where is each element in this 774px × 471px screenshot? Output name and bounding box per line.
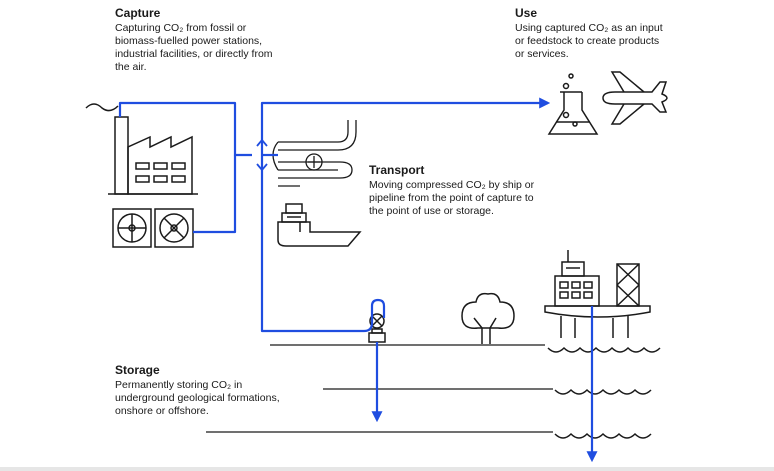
transport-title: Transport: [369, 163, 425, 177]
capture-line: the air.: [115, 61, 147, 73]
sea-waves: [547, 346, 661, 439]
use-line: or services.: [515, 48, 569, 60]
pipeline-icon: [272, 120, 357, 187]
ship-icon: [277, 203, 362, 247]
use-line: Using captured CO₂ as an input: [515, 22, 663, 34]
flask-icon: [547, 73, 599, 135]
factory-icon: [85, 103, 198, 195]
use-title: Use: [515, 6, 538, 20]
transport-text: Transport Moving compressed CO₂ by ship …: [369, 163, 534, 218]
capture-title: Capture: [115, 6, 161, 20]
wellhead-icon: [368, 313, 386, 343]
flow-line-capture-stack: [118, 101, 252, 157]
capture-line: Capturing CO₂ from fossil or: [115, 22, 247, 34]
flow-line-capture-fans: [193, 155, 237, 234]
direct-air-capture-fans-icon: [112, 208, 194, 248]
junction-splitter-icon: [256, 138, 268, 172]
capture-line: industrial facilities, or directly from: [115, 48, 273, 60]
flow-line-to-use: [260, 97, 551, 155]
bottom-divider: [0, 467, 774, 471]
storage-text: Storage Permanently storing CO₂ in under…: [115, 363, 280, 418]
use-line: or feedstock to create products: [515, 35, 660, 47]
storage-line: Permanently storing CO₂ in: [115, 379, 243, 391]
tree-icon: [461, 292, 515, 344]
transport-line: pipeline from the point of capture to: [369, 192, 534, 204]
transport-line: Moving compressed CO₂ by ship or: [369, 179, 535, 191]
transport-line: the point of use or storage.: [369, 205, 494, 217]
use-text: Use Using captured CO₂ as an input or fe…: [515, 6, 663, 61]
capture-line: biomass-fuelled power stations,: [115, 35, 263, 47]
capture-text: Capture Capturing CO₂ from fossil or bio…: [115, 6, 273, 74]
offshore-platform-icon: [544, 250, 651, 338]
storage-line: onshore or offshore.: [115, 405, 209, 417]
airplane-icon: [602, 71, 668, 125]
storage-title: Storage: [115, 363, 160, 377]
flow-line-to-storage-well: [260, 155, 386, 333]
storage-line: underground geological formations,: [115, 392, 280, 404]
